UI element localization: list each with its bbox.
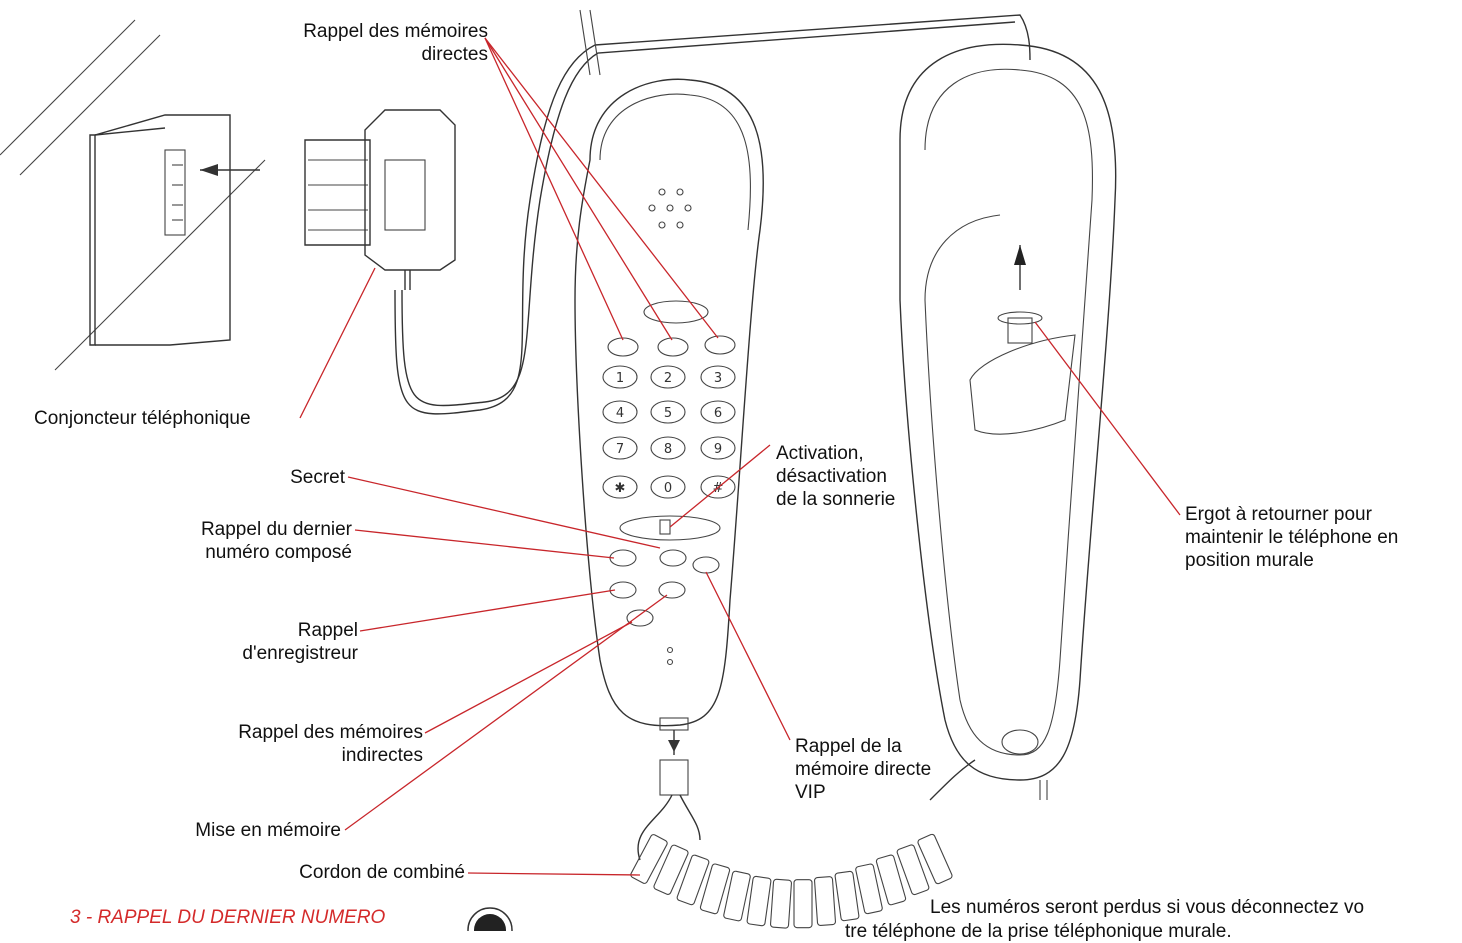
cord-coil — [769, 878, 793, 929]
keypad-key-label: 0 — [664, 481, 672, 496]
redial-key-icon — [467, 907, 513, 931]
keypad-key-label: 8 — [664, 442, 672, 457]
keypad-key-label: 7 — [616, 442, 624, 457]
keypad-key: 5 — [650, 400, 686, 424]
label-rappel-enregistreur: Rappel d'enregistreur — [242, 620, 358, 664]
cord-coil — [813, 876, 837, 926]
label-rappel-dernier-numero: Rappel du dernier numéro composé — [200, 519, 352, 563]
label-secret: Secret — [290, 467, 345, 488]
label-ergot: Ergot à retourner pour maintenir le télé… — [1185, 504, 1399, 571]
cord-coil — [630, 834, 668, 884]
keypad-key: 2 — [650, 365, 686, 389]
keypad-key-label: 4 — [616, 406, 624, 421]
keypad-key: 4 — [602, 400, 638, 424]
wall-socket-drawing — [0, 19, 266, 371]
cord-coil — [917, 833, 953, 885]
keypad-key: 0 — [650, 475, 686, 499]
keypad-key: 8 — [650, 436, 686, 460]
cord-coil — [855, 863, 883, 915]
section-heading: 3 - RAPPEL DU DERNIER NUMERO — [70, 907, 386, 928]
plug-drawing — [304, 109, 456, 290]
keypad-key: 1 — [602, 365, 638, 389]
label-rappel-vip: Rappel de la mémoire directe VIP — [795, 736, 932, 803]
note-line-2: tre téléphone de la prise téléphonique m… — [845, 921, 1232, 942]
keypad-key-label: # — [713, 481, 724, 496]
handset-drawing — [574, 78, 764, 796]
leader-lines — [299, 37, 1181, 876]
cord-coil — [723, 870, 751, 922]
keypad-key: 6 — [700, 400, 736, 424]
keypad-key: # — [700, 475, 736, 499]
keypad-key-label: 3 — [714, 371, 722, 386]
label-cordon: Cordon de combiné — [299, 862, 465, 883]
keypad-key-label: 9 — [714, 442, 722, 457]
cord-coil — [746, 875, 772, 927]
label-mise-en-memoire: Mise en mémoire — [195, 820, 341, 841]
label-activation: Activation, désactivation de la sonnerie — [776, 443, 896, 510]
label-rappel-memoires-indirectes: Rappel des mémoires indirectes — [238, 722, 423, 766]
keypad-key-label: 5 — [664, 406, 672, 421]
line-cable — [394, 9, 1031, 415]
cord-coil — [896, 844, 930, 896]
cord-coil — [676, 854, 710, 906]
cord-coil — [834, 870, 860, 922]
keypad-key-label: ✱ — [615, 481, 626, 496]
keypad-key-label: 6 — [714, 406, 722, 421]
keypad-key: 7 — [602, 436, 638, 460]
cord-coil — [653, 844, 689, 895]
cord-coil — [699, 863, 731, 915]
cord-coil — [793, 879, 813, 929]
keypad-key: ✱ — [602, 475, 638, 499]
keypad: 1 2 3 4 5 6 7 8 9 ✱ 0 # — [602, 365, 736, 499]
coiled-cord — [630, 759, 976, 929]
label-conjoncteur: Conjoncteur téléphonique — [34, 408, 251, 429]
keypad-key-label: 1 — [616, 371, 624, 386]
keypad-key: 9 — [700, 436, 736, 460]
note-line-1: Les numéros seront perdus si vous déconn… — [930, 897, 1365, 918]
wall-holder-drawing — [899, 43, 1117, 800]
keypad-key-label: 2 — [664, 371, 672, 386]
label-rappel-memoires-directes: Rappel des mémoires directes — [303, 21, 488, 65]
cord-coil — [875, 854, 907, 906]
keypad-key: 3 — [700, 365, 736, 389]
